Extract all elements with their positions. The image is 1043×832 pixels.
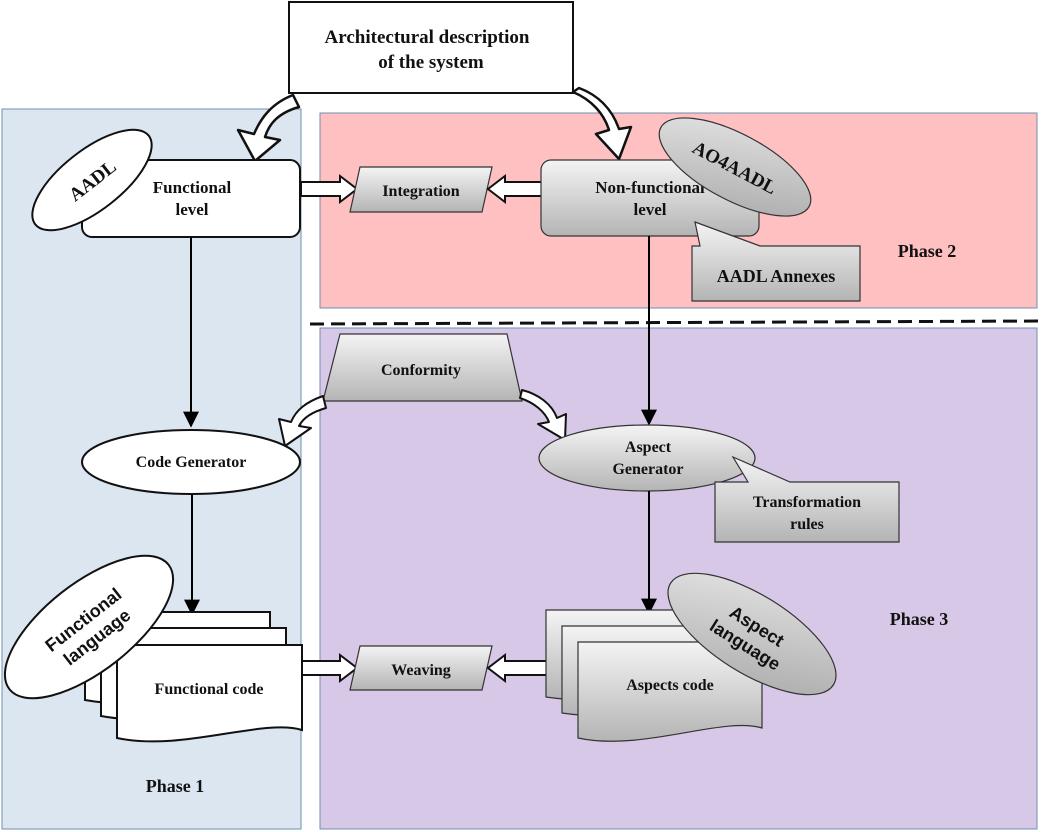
integration-label: Integration (382, 183, 459, 200)
arrow-functional-code-to-weaving (301, 652, 359, 684)
phase2-label: Phase 2 (898, 241, 957, 261)
integration-box (349, 166, 493, 213)
aspect-generator-line1: Aspect (625, 439, 672, 456)
weaving-box (349, 645, 493, 691)
curved-arrow-to-functional-level (236, 93, 301, 163)
phase-separator-line (309, 319, 1041, 326)
weaving-label: Weaving (391, 662, 451, 679)
architectural-description-box (288, 1, 574, 94)
architectural-description-line2: of the system (378, 52, 484, 73)
aadl-tag: AADL (31, 128, 153, 232)
phase1-label: Phase 1 (146, 776, 205, 796)
phase3-label: Phase 3 (890, 609, 949, 629)
aspect-language-tag: Aspect language (667, 572, 837, 696)
arrow-functional-to-integration (300, 173, 359, 205)
code-generator-label: Code Generator (136, 454, 247, 471)
functional-code-documents (84, 611, 303, 743)
conformity-box (322, 333, 523, 402)
arrow-nonfunctional-to-integration (486, 173, 544, 205)
curved-arrow-to-nonfunctional-level (571, 86, 633, 161)
nonfunctional-level-line2: level (633, 200, 666, 219)
aadl-annexes-label: AADL Annexes (717, 266, 836, 286)
functional-level-line2: level (175, 200, 208, 219)
aspect-generator-line2: Generator (612, 461, 683, 478)
functional-code-label: Functional code (155, 681, 264, 698)
transformation-rules-callout (714, 455, 900, 543)
transformation-rules-line1: Transformation (753, 494, 861, 511)
arrow-aspects-code-to-weaving (486, 652, 548, 684)
architectural-description-line1: Architectural description (325, 27, 530, 48)
transformation-rules-line2: rules (790, 516, 824, 533)
conformity-label: Conformity (381, 362, 461, 379)
curved-arrow-conformity-to-codegen (278, 395, 327, 447)
aspects-code-documents (545, 609, 763, 742)
aspects-code-label: Aspects code (626, 677, 714, 694)
curved-arrow-conformity-to-aspectgen (519, 389, 567, 441)
nonfunctional-level-line1: Non-functional (595, 178, 705, 197)
aspect-generator-ellipse (538, 424, 756, 492)
functional-level-line1: Functional (153, 178, 232, 197)
aadl-annexes-callout (691, 221, 861, 302)
